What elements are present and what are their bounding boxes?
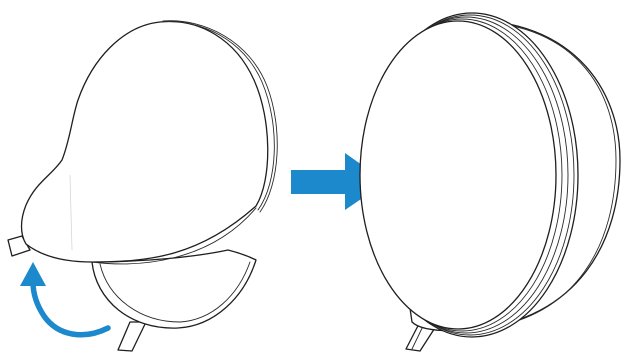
cover-lower-edge [91, 207, 257, 265]
base-tab [117, 321, 147, 352]
unit-side-line [449, 20, 617, 331]
cover-fold-line [69, 174, 73, 251]
cover-edge-1 [159, 21, 275, 211]
base-disk [91, 249, 257, 352]
unit-front-face [359, 20, 557, 330]
base-disk-body [91, 249, 257, 329]
step-1-cover-folding [7, 20, 278, 352]
cover-edge-2 [162, 20, 278, 213]
base-disk-rim [99, 261, 251, 323]
curved-arrow-icon [20, 262, 111, 338]
folding-cover [7, 20, 278, 265]
step-2-assembled-unit [359, 12, 621, 352]
cover-body [20, 20, 269, 263]
